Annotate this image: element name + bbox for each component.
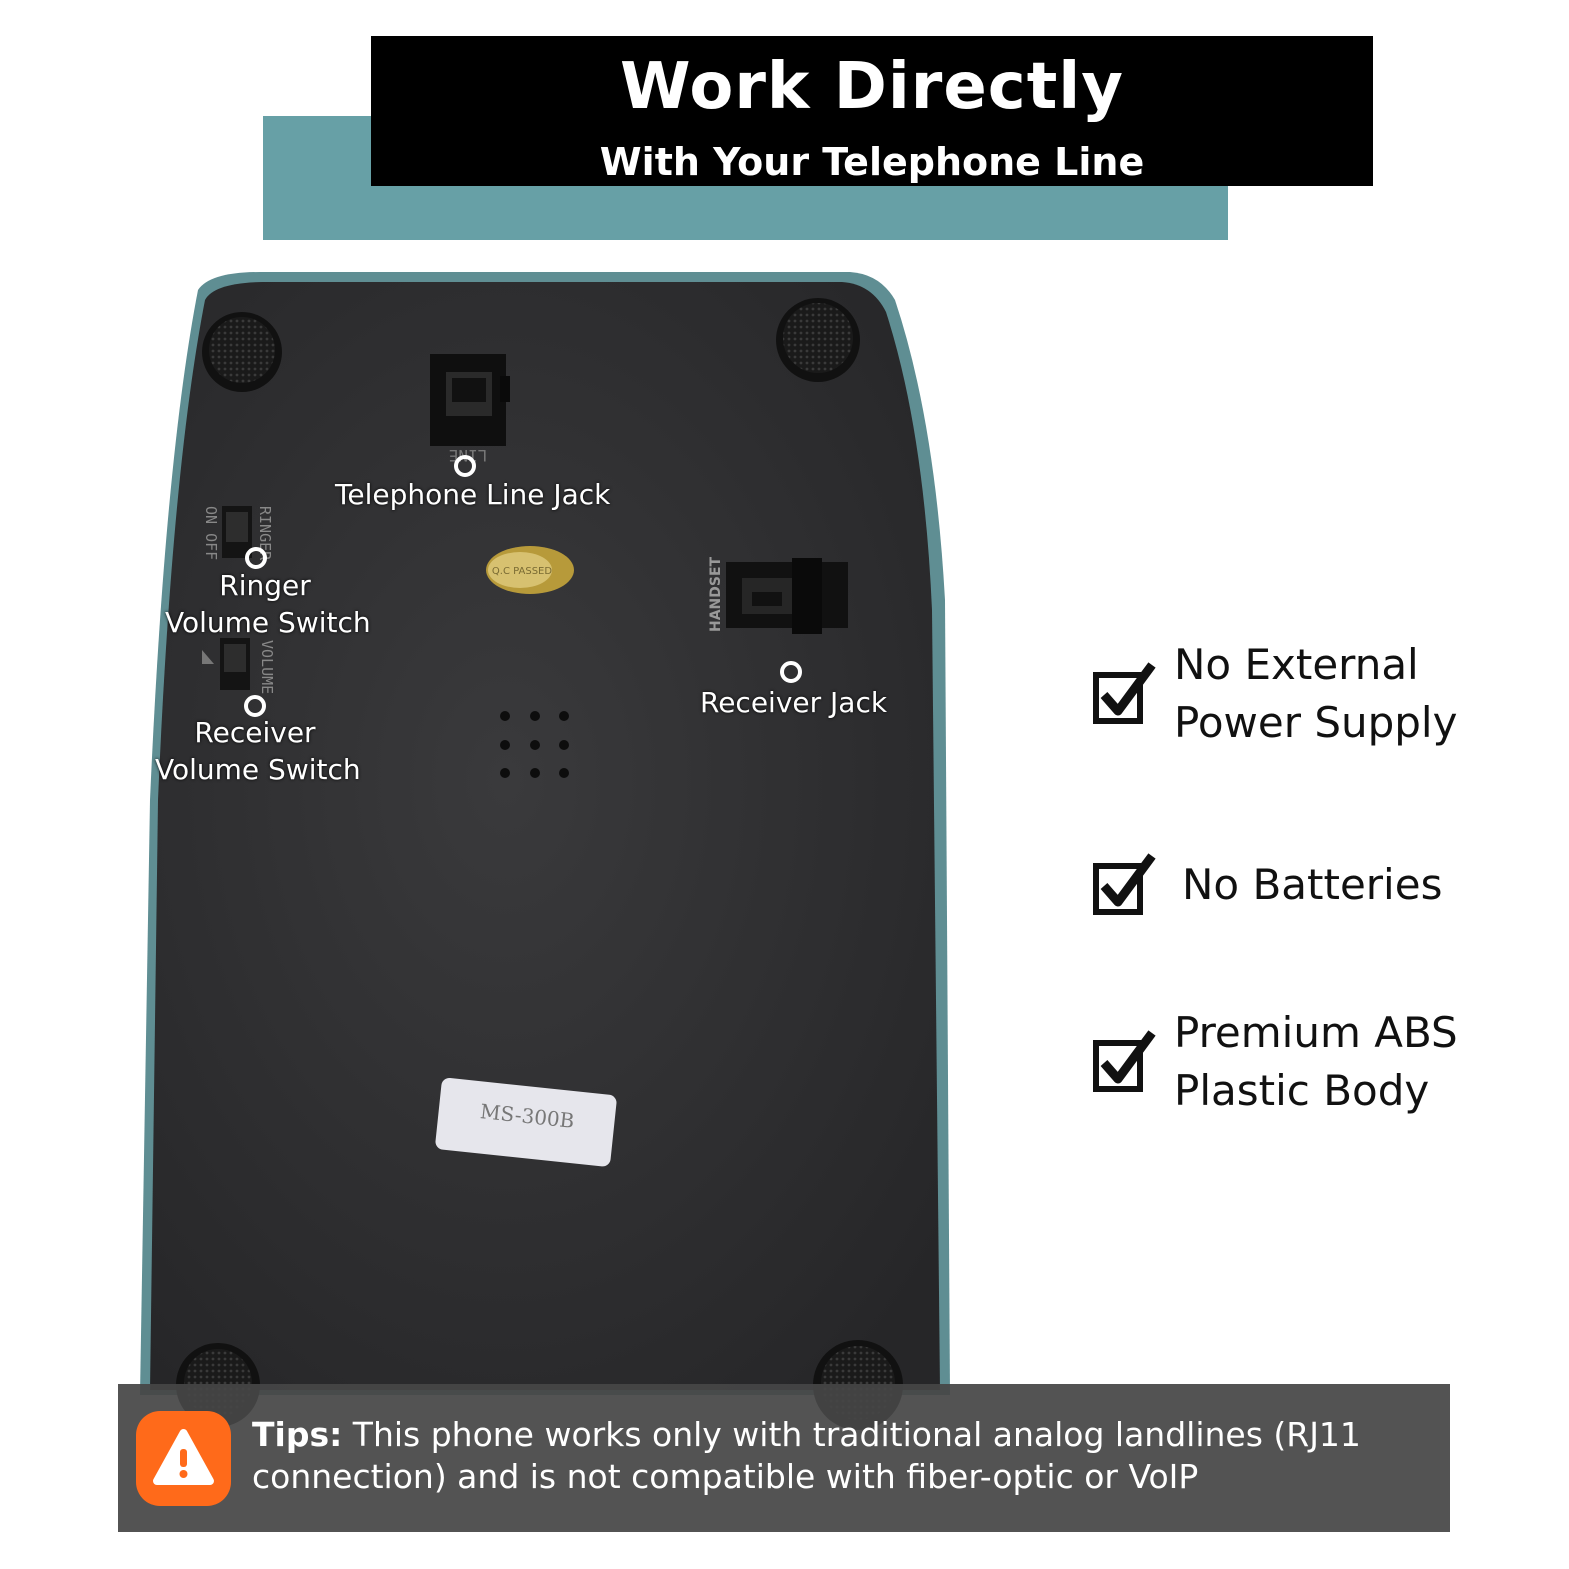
feature-line: Power Supply — [1174, 698, 1458, 747]
receiver-jack-label: Receiver Jack — [700, 686, 888, 719]
telephone-line-jack-label: Telephone Line Jack — [335, 478, 611, 511]
checkbox-check-icon — [1093, 853, 1156, 915]
volume-marking: VOLUME — [258, 640, 276, 694]
receiver-volume-switch — [202, 638, 250, 690]
feature-line: No External — [1174, 640, 1419, 689]
feature-line: Premium ABS — [1174, 1008, 1458, 1057]
ringer-volume-switch-label: Volume Switch — [165, 606, 371, 639]
phone-body — [150, 282, 940, 1390]
receiver-volume-switch-label: Volume Switch — [155, 753, 361, 786]
feature-line: Plastic Body — [1174, 1066, 1430, 1115]
receiver-label: Receiver — [194, 716, 316, 749]
feature-line: No Batteries — [1182, 860, 1443, 909]
tips-text: Tips: This phone works only with traditi… — [252, 1414, 1432, 1498]
tips-body: This phone works only with traditional a… — [252, 1415, 1361, 1496]
model-label — [435, 1078, 617, 1167]
warning-icon — [153, 1429, 214, 1485]
feature-item: No Batteries — [1090, 850, 1442, 920]
tips-banner: Tips: This phone works only with traditi… — [118, 1384, 1450, 1532]
ringer-switch — [222, 506, 252, 558]
feature-item: Premium ABS Plastic Body — [1090, 1004, 1458, 1120]
warning-badge — [136, 1411, 231, 1506]
ringer-marking: RINGER — [256, 506, 274, 561]
speaker-grille — [500, 711, 569, 778]
ringer-label: Ringer — [219, 569, 311, 602]
line-jack-port — [430, 354, 510, 446]
handset-marking: HANDSET — [708, 556, 724, 632]
callout-markers — [244, 455, 802, 717]
handset-jack-port — [726, 558, 848, 634]
page-subtitle: With Your Telephone Line — [599, 140, 1145, 184]
title-banner: Work Directly With Your Telephone Line — [371, 36, 1373, 186]
tips-label: Tips: — [252, 1415, 343, 1454]
checkbox-check-icon — [1093, 662, 1156, 724]
page-title: Work Directly — [620, 50, 1124, 124]
on-off-marking: ON OFF — [202, 506, 220, 560]
checkbox-check-icon — [1093, 1030, 1156, 1092]
qc-marking: Q.C PASSED — [492, 566, 552, 577]
feature-item: No External Power Supply — [1090, 636, 1457, 752]
